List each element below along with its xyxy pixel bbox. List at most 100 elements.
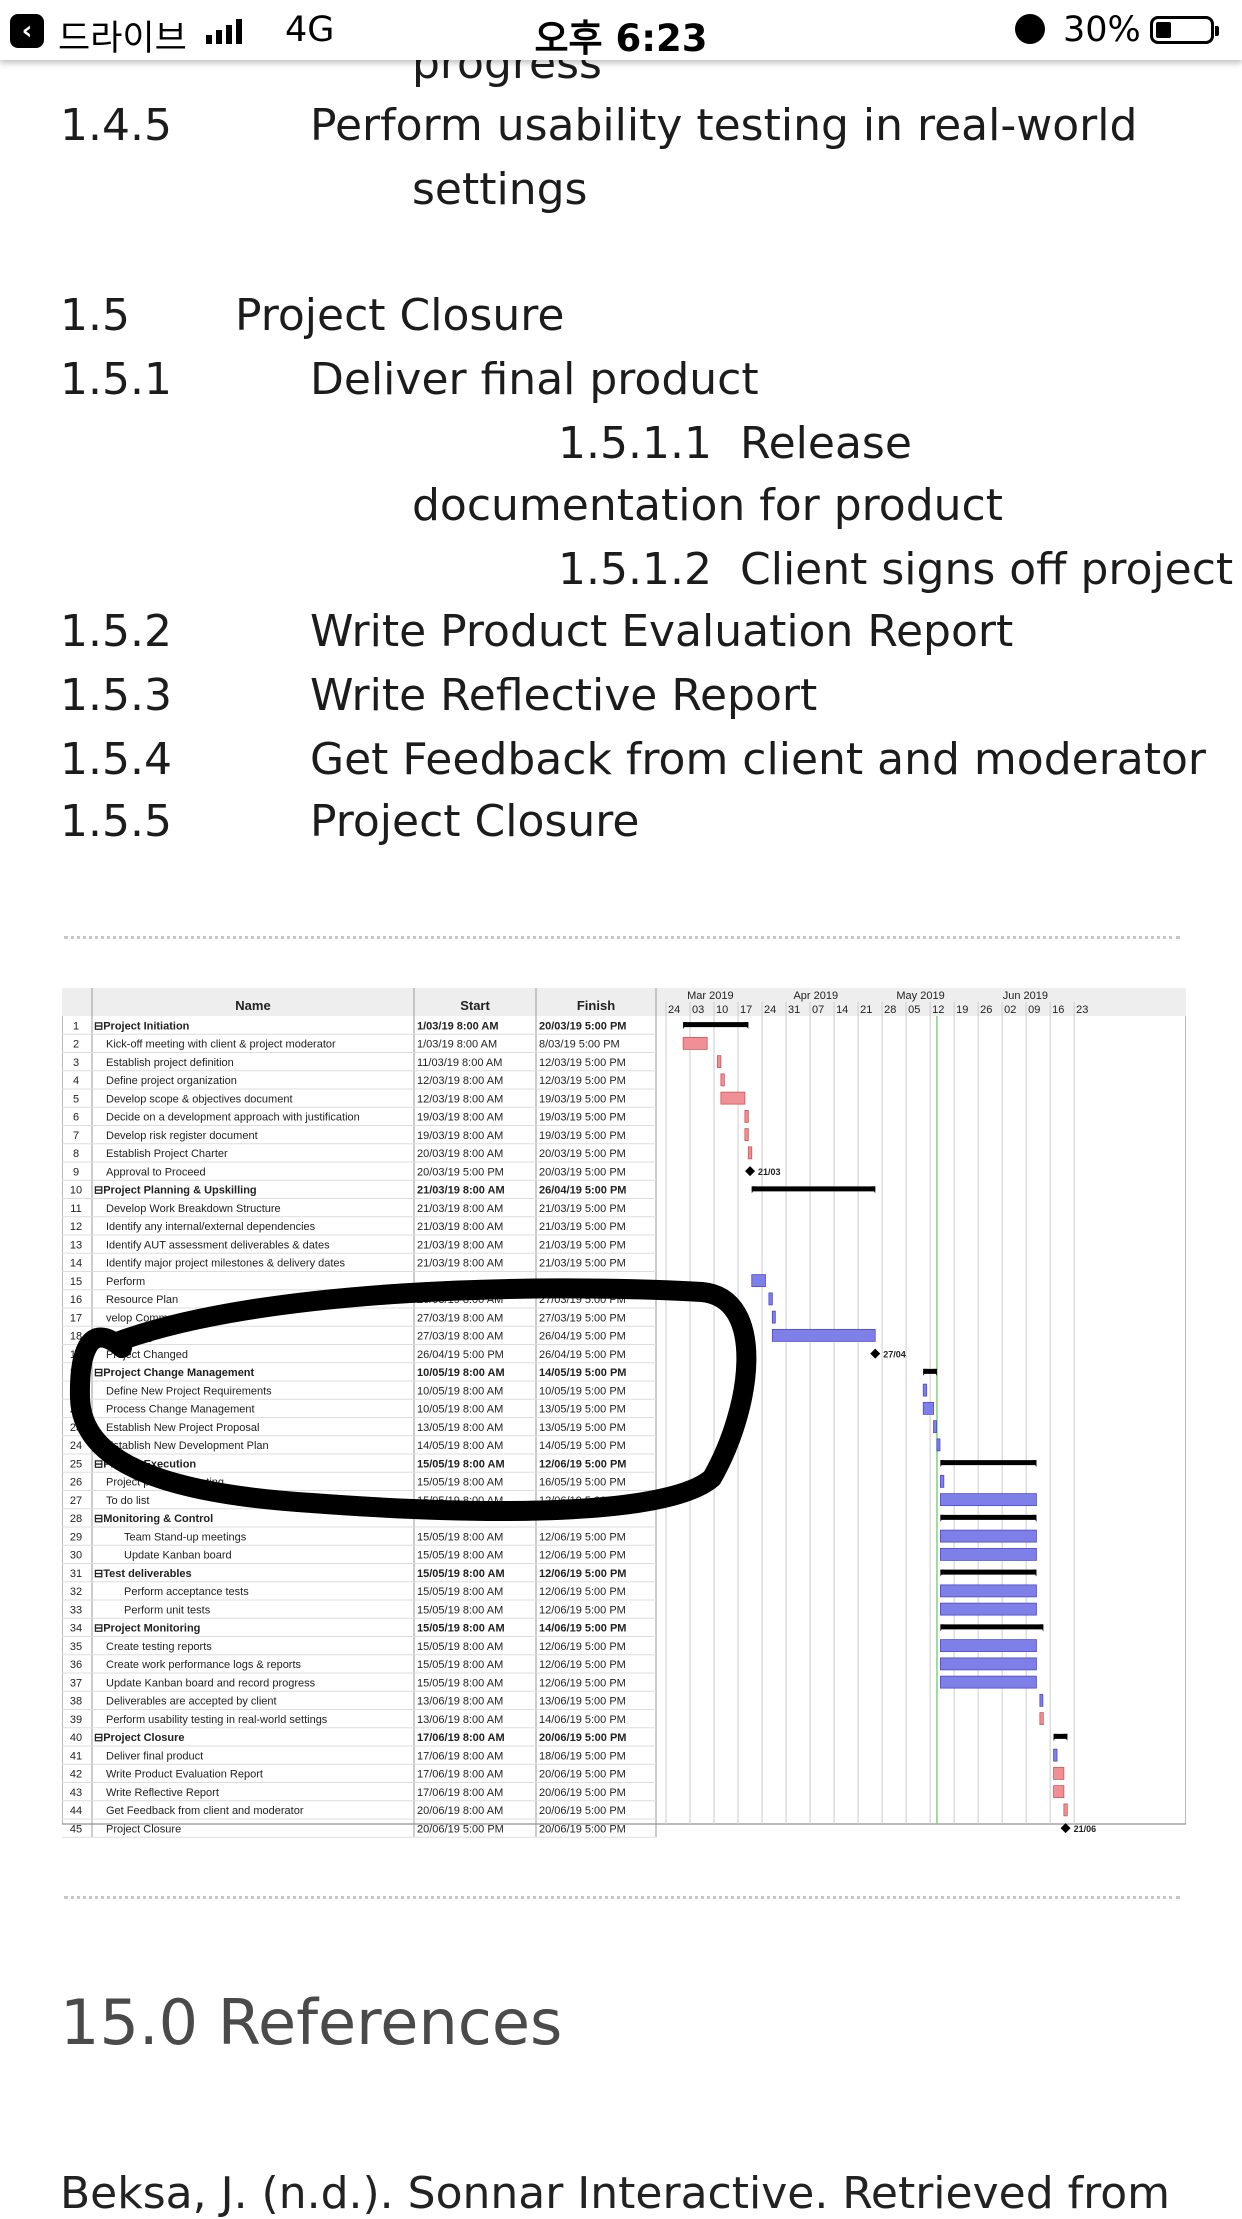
wbs-text: Write Reflective Report [310,670,818,721]
timeline-week-label: 26 [980,1004,992,1016]
task-bar [751,1274,766,1288]
summary-bar-cap [1063,1733,1068,1741]
summary-bar-cap [1039,1624,1044,1632]
back-arrow-icon[interactable]: ‹ [10,14,44,48]
milestone-label: 21/06 [1074,1824,1097,1834]
task-start: 1/03/19 8:00 AM [417,1020,499,1032]
task-start: 10/05/19 8:00 AM [417,1404,503,1416]
task-name: ⊟Project Initiation [94,1020,190,1032]
references-heading: 15.0 References [60,1986,563,2059]
task-bar [682,1036,708,1050]
timeline-week-label: 16 [1052,1004,1064,1016]
summary-bar-cap [751,1186,756,1194]
task-finish: 12/06/19 5:00 PM [539,1641,626,1653]
task-bar [940,1547,1037,1561]
task-start: 27/03/19 8:00 AM [417,1312,503,1324]
task-name: Develop risk register document [106,1130,258,1142]
task-finish: 13/05/19 5:00 PM [539,1422,626,1434]
task-start: 13/05/19 8:00 AM [417,1422,503,1434]
milestone-label: 27/04 [883,1350,906,1360]
summary-bar [751,1186,876,1192]
task-name: Process Change Management [106,1404,255,1416]
task-finish: 20/06/19 5:00 PM [539,1732,626,1744]
row-id: 36 [70,1659,82,1671]
row-id: 38 [70,1696,82,1708]
row-id: 15 [70,1276,82,1288]
row-id: 12 [70,1221,82,1233]
task-start: 21/03/19 8:00 AM [417,1258,503,1270]
task-start: 13/06/19 8:00 AM [417,1714,503,1726]
task-start: 12/03/19 8:00 AM [417,1075,503,1087]
row-id: 26 [70,1477,82,1489]
row-id: 8 [73,1148,79,1160]
summary-bar-cap [940,1460,945,1468]
task-bar [940,1493,1037,1507]
timeline-week-label: 23 [1076,1004,1088,1016]
summary-bar [1053,1733,1068,1739]
task-finish: 13/06/19 5:00 PM [539,1696,626,1708]
wbs-text: Client signs off project [740,544,1234,595]
task-bar [720,1091,746,1105]
summary-bar-cap [940,1514,945,1522]
task-finish: 26/04/19 5:00 PM [539,1331,626,1343]
milestone-diamond [1060,1823,1071,1834]
row-id: 45 [70,1823,82,1835]
timeline-week-label: 10 [716,1004,728,1016]
task-finish: 14/06/19 5:00 PM [539,1623,626,1635]
row-id: 33 [70,1604,82,1616]
wbs-number: 1.5 [60,290,130,341]
wbs-number: 1.5.1.1 [558,418,712,469]
task-bar [940,1675,1037,1689]
task-bar [940,1529,1037,1543]
summary-bar [940,1569,1037,1575]
task-start: 17/06/19 8:00 AM [417,1732,505,1744]
row-id: 14 [70,1258,82,1270]
task-finish: 19/03/19 5:00 PM [539,1112,626,1124]
milestone-diamond [870,1348,881,1359]
task-finish: 20/03/19 5:00 PM [539,1148,626,1160]
alarm-icon [1015,14,1045,44]
task-start: 15/05/19 8:00 AM [417,1659,503,1671]
task-start: 27/03/19 8:00 AM [417,1331,503,1343]
wbs-number: 1.5.2 [60,606,172,657]
summary-bar-cap [744,1022,749,1030]
summary-bar-cap [1032,1514,1037,1522]
task-start: 20/06/19 5:00 PM [417,1823,504,1835]
row-id: 3 [73,1057,79,1069]
task-bar [744,1109,749,1123]
timeline-week-label: 09 [1028,1004,1040,1016]
task-bar [936,1438,941,1452]
task-name: Update Kanban board [124,1550,232,1562]
task-finish: 21/03/19 5:00 PM [539,1239,626,1251]
task-name: Perform unit tests [124,1604,211,1616]
task-start: 20/03/19 8:00 AM [417,1148,503,1160]
row-id: 30 [70,1550,82,1562]
task-start: 17/06/19 8:00 AM [417,1750,503,1762]
task-name: Identify AUT assessment deliverables & d… [106,1239,330,1251]
timeline-week-label: 03 [692,1004,704,1016]
row-id: 43 [70,1787,82,1799]
task-name: Establish Project Charter [106,1148,228,1160]
task-name: Approval to Proceed [106,1166,206,1178]
back-app-label[interactable]: 드라이브 [58,19,187,59]
summary-bar-cap [871,1186,876,1194]
row-id: 1 [73,1020,79,1032]
task-name: Update Kanban board and record progress [106,1677,316,1689]
timeline-month-label: Mar 2019 [687,990,733,1002]
task-bar [720,1073,725,1087]
timeline-week-label: 28 [884,1004,896,1016]
wbs-number: 1.5.4 [60,734,172,785]
handwritten-circle-annotation [69,1278,757,1521]
task-name: ⊟Project Planning & Upskilling [94,1185,257,1197]
task-start: 15/05/19 8:00 AM [417,1604,503,1616]
task-start: 19/03/19 8:00 AM [417,1112,503,1124]
task-finish: 12/03/19 5:00 PM [539,1075,626,1087]
wbs-number: 1.4.5 [60,100,172,151]
wbs-number: 1.5.1.2 [558,544,712,595]
task-start: 17/06/19 8:00 AM [417,1769,503,1781]
task-finish: 14/06/19 5:00 PM [539,1714,626,1726]
timeline-week-label: 07 [812,1004,824,1016]
task-bar [922,1383,928,1397]
wbs-text: Get Feedback from client and moderator [310,734,1207,785]
